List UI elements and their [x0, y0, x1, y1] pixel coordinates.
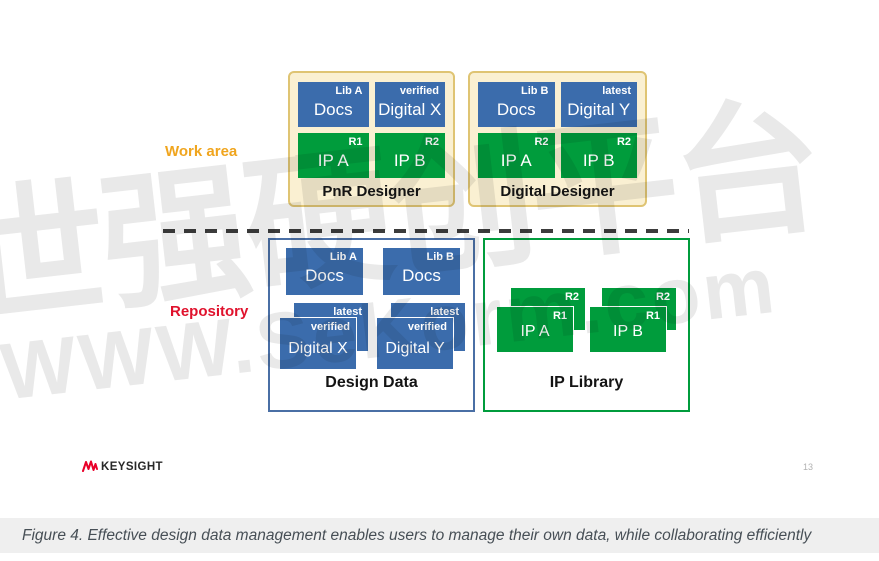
- card-tag: Lib A: [335, 85, 363, 97]
- card-tag: R2: [655, 291, 670, 303]
- stack-ip-b-revisions: R2 R1 IP B: [589, 288, 676, 353]
- stack-ip-a-revisions: R2 R1 IP A: [496, 288, 585, 353]
- design-data-title: Design Data: [325, 374, 418, 391]
- repository-box-ip-library: R2 R1 IP A R2 R1 IP B IP Library: [483, 238, 690, 412]
- card-tag: verified: [407, 321, 447, 333]
- card-tag: verified: [310, 321, 350, 333]
- card-label: IP A: [520, 323, 550, 340]
- work-area-panel-digital-designer: Lib B Docs latest Digital Y R2 IP A R2 I…: [468, 71, 647, 207]
- card-label: IP A: [500, 151, 532, 170]
- card-label: IP B: [393, 151, 426, 170]
- card-tag: verified: [399, 85, 439, 97]
- card-digital-y-latest: latest Digital Y: [560, 82, 637, 127]
- card-tag: R2: [424, 136, 439, 148]
- card-tag: R2: [564, 291, 579, 303]
- card-digital-y-verified: verified Digital Y: [376, 317, 454, 370]
- card-tag: Lib B: [426, 251, 455, 263]
- panel-grid: Lib A Docs verified Digital X R1 IP A R2…: [298, 82, 445, 178]
- page-number: 13: [803, 462, 814, 472]
- card-tag: latest: [333, 306, 362, 318]
- figure-caption-text: Figure 4. Effective design data manageme…: [22, 526, 812, 544]
- keysight-brand-text: KEYSIGHT: [101, 460, 163, 473]
- card-label: IP A: [317, 151, 349, 170]
- card-label: IP B: [582, 151, 615, 170]
- card-tag: Lib A: [329, 251, 357, 263]
- card-tag: R2: [534, 136, 549, 148]
- card-ip-b-r2: R2 IP B: [560, 133, 637, 178]
- stack-digital-x-versions: latest verified Digital X: [279, 303, 368, 370]
- card-label: Docs: [305, 266, 344, 285]
- keysight-spark-icon: [82, 460, 98, 472]
- stack-digital-y-versions: latest verified Digital Y: [376, 303, 465, 370]
- card-ip-b-r2: R2 IP B: [374, 133, 445, 178]
- card-tag: R1: [552, 310, 567, 322]
- card-ip-a-r2: R2 IP A: [478, 133, 555, 178]
- repository-box-design-data: Lib A Docs Lib B Docs latest verified Di…: [268, 238, 475, 412]
- card-tag: Lib B: [521, 85, 549, 97]
- card-tag: R1: [348, 136, 363, 148]
- card-tag: R1: [645, 310, 660, 322]
- card-ip-b-r1: R1 IP B: [589, 306, 667, 353]
- panel-title-pnr-designer: PnR Designer: [322, 183, 421, 200]
- card-ip-a-r1: R1 IP A: [496, 306, 574, 353]
- card-label: Docs: [496, 100, 536, 119]
- repository-label: Repository: [170, 303, 249, 320]
- card-label: Digital X: [378, 100, 442, 119]
- keysight-logo: KEYSIGHT: [82, 460, 163, 473]
- card-docs-lib-b: Lib B Docs: [383, 248, 460, 295]
- card-tag: latest: [602, 85, 631, 97]
- dashed-divider: [163, 229, 689, 233]
- card-digital-x-verified: verified Digital X: [374, 82, 445, 127]
- card-label: Digital Y: [385, 340, 445, 357]
- card-tag: latest: [430, 306, 459, 318]
- card-ip-a-r1: R1 IP A: [298, 133, 369, 178]
- work-area-label: Work area: [165, 143, 238, 160]
- work-area-panel-pnr-designer: Lib A Docs verified Digital X R1 IP A R2…: [288, 71, 455, 207]
- card-docs-lib-a: Lib A Docs: [298, 82, 369, 127]
- panel-grid: Lib B Docs latest Digital Y R2 IP A R2 I…: [478, 82, 637, 178]
- card-digital-x-verified: verified Digital X: [279, 317, 357, 370]
- panel-title-digital-designer: Digital Designer: [500, 183, 615, 200]
- card-label: Digital X: [288, 340, 348, 357]
- card-label: Docs: [313, 100, 353, 119]
- card-docs-lib-b: Lib B Docs: [478, 82, 555, 127]
- ip-library-title: IP Library: [549, 374, 624, 391]
- card-tag: R2: [616, 136, 631, 148]
- figure-caption-bar: Figure 4. Effective design data manageme…: [0, 518, 879, 553]
- card-label: Digital Y: [567, 100, 631, 119]
- card-label: IP B: [613, 323, 643, 340]
- card-docs-lib-a: Lib A Docs: [286, 248, 363, 295]
- card-label: Docs: [402, 266, 441, 285]
